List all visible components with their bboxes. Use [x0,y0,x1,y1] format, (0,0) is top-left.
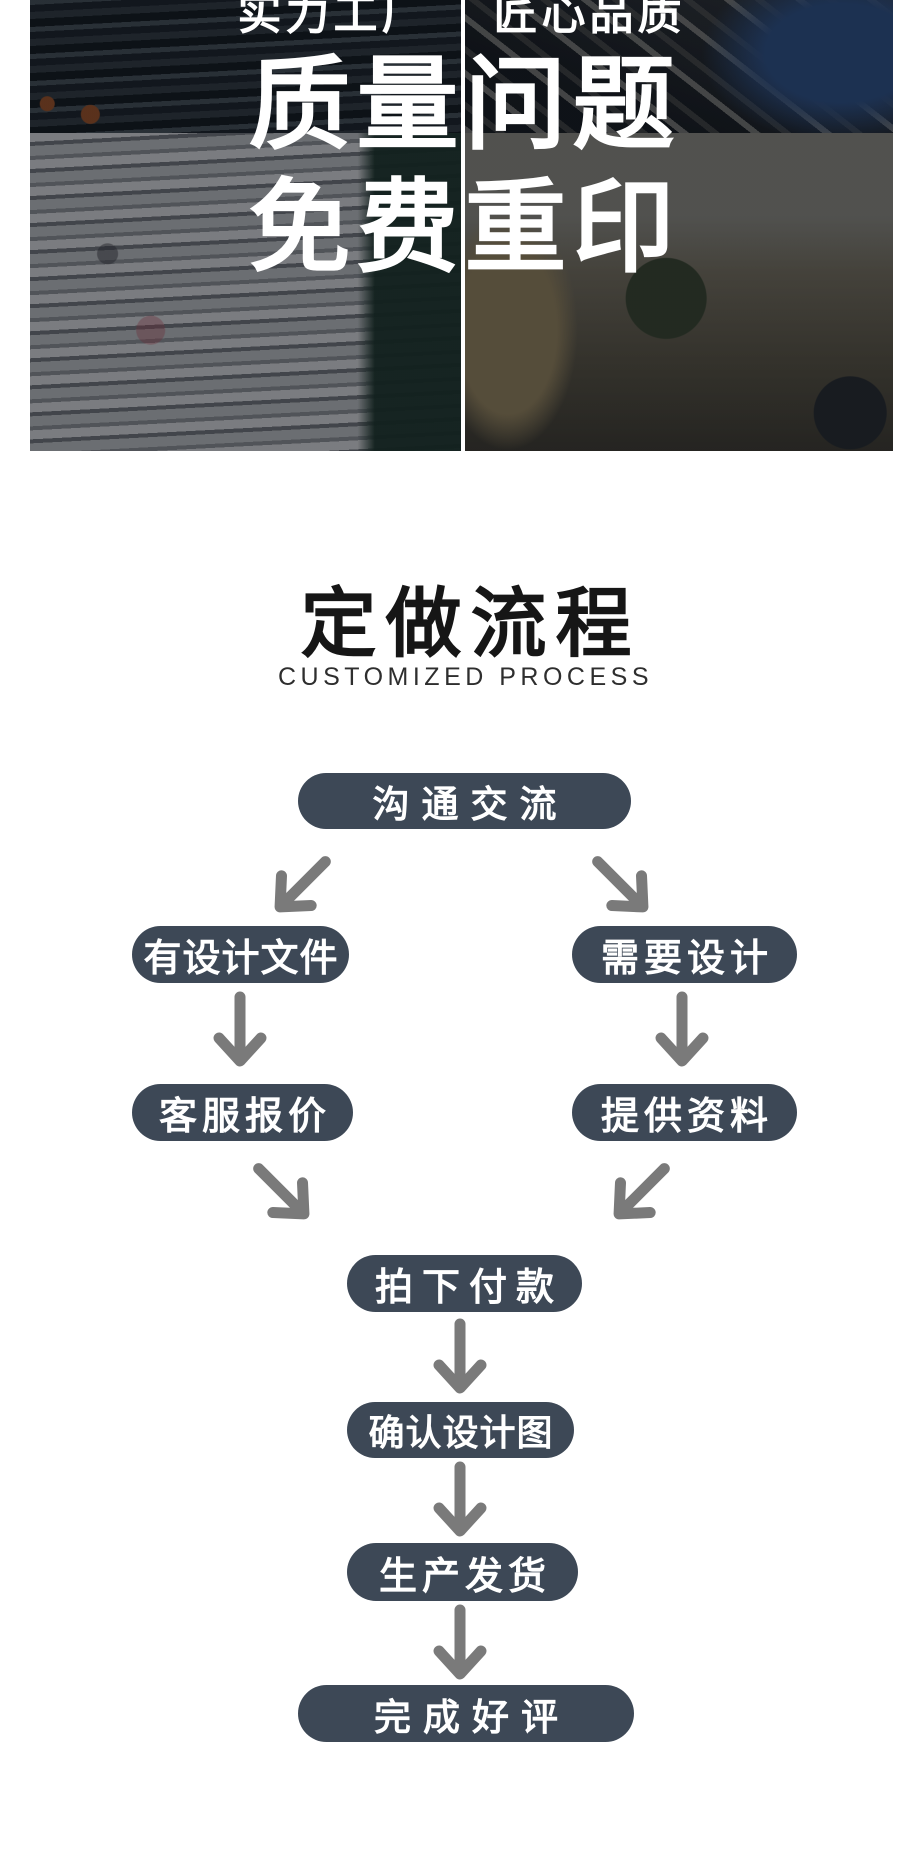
photo-workshop-worker [465,133,893,451]
banner-label-craftsmanship: 匠心品质 [493,0,686,39]
arrow-down-icon [655,991,709,1067]
section-subtitle: CUSTOMIZED PROCESS [277,663,654,691]
banner-top-labels: 实力工厂 匠心品质 [0,0,923,42]
arrow-down-left-icon [274,856,331,913]
flow-step-produce-and-ship: 生产发货 [347,1543,578,1601]
flow-step-have-design-file: 有设计文件 [132,926,349,983]
flow-step-order-and-pay: 拍下付款 [347,1255,582,1312]
banner-headline-line2: 免费重印 [248,171,681,285]
banner-headline-line1: 质量问题 [248,48,681,162]
banner-label-strength-factory: 实力工厂 [237,0,430,39]
flow-step-provide-materials: 提供资料 [572,1084,797,1141]
flow-step-service-quote: 客服报价 [132,1084,353,1141]
arrow-down-right-icon [592,856,649,913]
arrow-down-right-icon [253,1163,310,1220]
arrow-down-icon [433,1604,487,1680]
arrow-down-icon [433,1318,487,1394]
photo-machinery [465,0,893,133]
arrow-down-icon [433,1461,487,1537]
banner-headline: 质量问题 免费重印 [0,44,923,290]
section-title: 定做流程 [300,582,641,667]
photo-printed-sheets [30,133,461,451]
flow-step-confirm-design: 确认设计图 [347,1402,574,1458]
arrow-down-left-icon [613,1163,670,1220]
arrow-down-icon [213,991,267,1067]
flow-step-communicate: 沟通交流 [298,773,631,829]
flow-step-complete-good-review: 完成好评 [298,1685,634,1742]
flow-step-need-design: 需要设计 [572,926,797,983]
photo-printing-press [30,0,461,133]
